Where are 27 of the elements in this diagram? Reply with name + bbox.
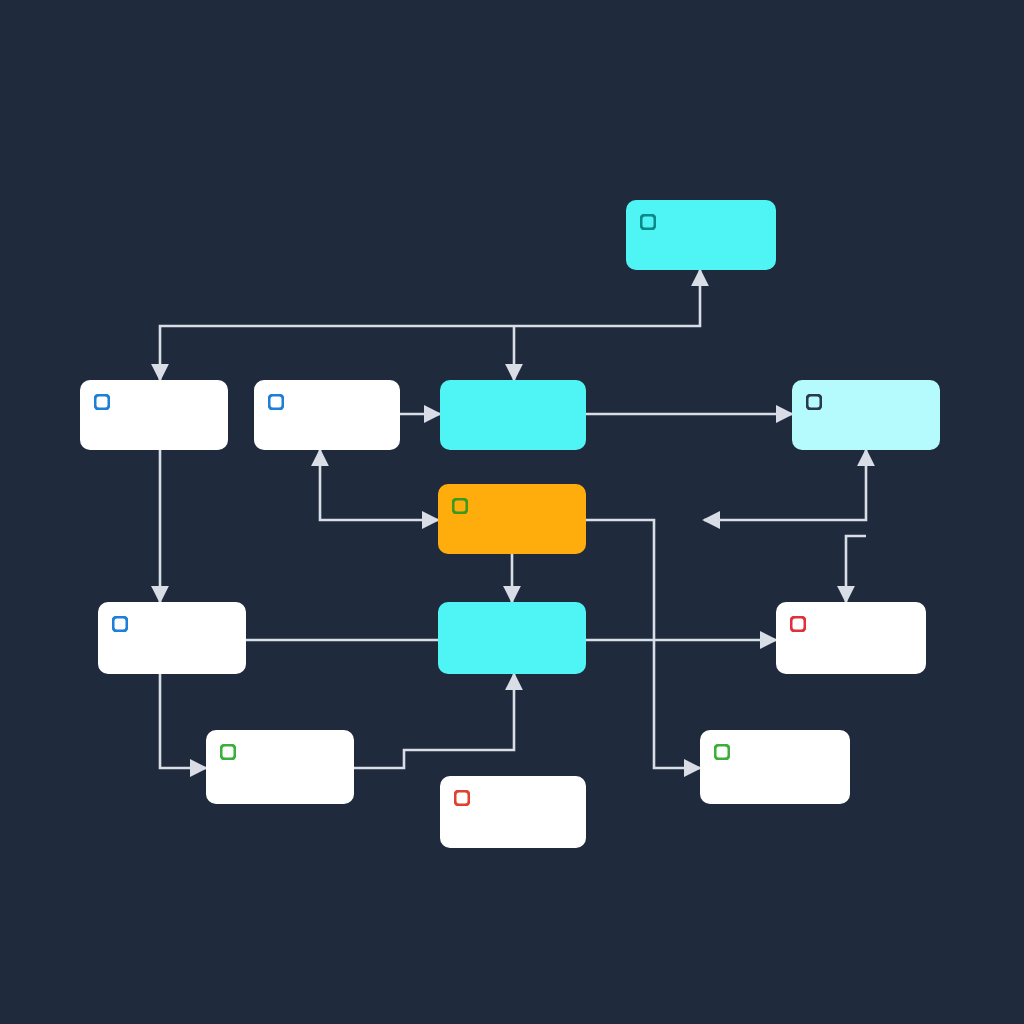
arrow bbox=[702, 448, 876, 530]
arrow bbox=[150, 450, 170, 604]
process-box bbox=[438, 602, 586, 674]
arrow bbox=[150, 324, 514, 382]
arrow bbox=[586, 404, 794, 424]
arrow bbox=[502, 554, 522, 604]
process-box bbox=[626, 200, 776, 270]
process-box bbox=[440, 776, 586, 848]
process-box bbox=[206, 730, 354, 804]
process-box bbox=[98, 602, 246, 674]
arrow bbox=[400, 404, 442, 424]
process-box bbox=[700, 730, 850, 804]
connector-line bbox=[246, 638, 438, 642]
process-box bbox=[438, 484, 586, 554]
process-box bbox=[792, 380, 940, 450]
arrow bbox=[514, 268, 710, 328]
process-box bbox=[80, 380, 228, 450]
arrow bbox=[586, 630, 778, 650]
arrow bbox=[504, 326, 524, 382]
process-box bbox=[440, 380, 586, 450]
arrow bbox=[586, 518, 702, 778]
arrow bbox=[354, 672, 524, 770]
arrow bbox=[836, 534, 866, 604]
arrow bbox=[310, 448, 440, 530]
arrow bbox=[158, 674, 208, 778]
process-box bbox=[254, 380, 400, 450]
process-box bbox=[776, 602, 926, 674]
